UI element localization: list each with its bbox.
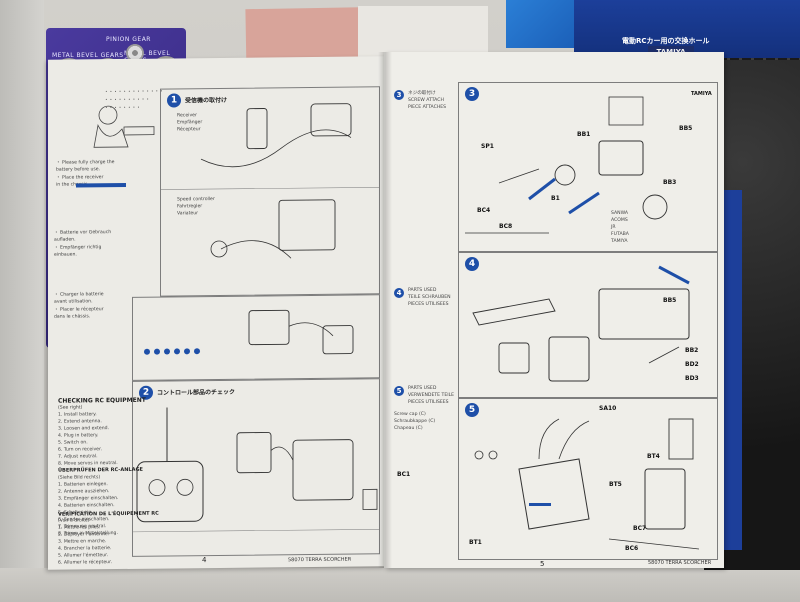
- instruction-booklet: ・・・・・・・・・・・・・・・・・・・・・・・・・・・・・・・ ・ Please…: [48, 48, 724, 570]
- part-label: BT1: [469, 539, 482, 546]
- intro-notes-de: ・ Batterie vor Gebrauch aufladen.・ Empfä…: [54, 230, 112, 258]
- part-label: SP1: [481, 143, 494, 150]
- check-item: 6. Turn on receiver.: [58, 447, 102, 453]
- page-number: 4: [202, 556, 207, 565]
- servo-brand-list: SANWA ACOMS JR FUTABA TAMIYA: [611, 211, 629, 244]
- page-number: 5: [540, 560, 545, 568]
- servo-brand: TAMIYA: [611, 239, 628, 244]
- part-label: BB3: [663, 179, 677, 186]
- blue-part-strip: [722, 190, 742, 550]
- kit-box-front-edge: [0, 568, 800, 602]
- check-item: 3. Empfänger einschalten.: [58, 496, 119, 502]
- blue-package: [506, 0, 576, 48]
- step-number: 5: [465, 403, 479, 417]
- tray-label: METAL BEVEL GEARS: [52, 52, 124, 59]
- check-item: 5. Allumer l'émetteur.: [58, 553, 109, 559]
- intro-illustration: [84, 85, 158, 182]
- check-item: 1. Mettre les piles.: [58, 525, 101, 531]
- check-item: 6. Allumer le récepteur.: [58, 560, 113, 566]
- part-label: BC6: [625, 545, 639, 552]
- check-item: 4. Plug in battery.: [58, 433, 99, 439]
- highlight-bar: [529, 503, 551, 506]
- caution-bar: [76, 182, 126, 188]
- pinion-gear: [126, 44, 144, 62]
- part-label: BT5: [609, 481, 622, 488]
- part-label: SA10: [599, 405, 617, 412]
- step-number: 3: [465, 87, 479, 101]
- part-label: BB5: [663, 297, 677, 304]
- check-item: 5. Switch on.: [58, 440, 88, 446]
- check-item: 3. Mettre en marche.: [58, 539, 107, 545]
- step-5-diagram: [474, 418, 700, 550]
- left-page: ・・・・・・・・・・・・・・・・・・・・・・・・・・・・・・・ ・ Please…: [48, 56, 386, 570]
- boy-illustration: [93, 105, 155, 148]
- part-label: BT4: [647, 453, 660, 460]
- connection-panel: [132, 294, 380, 381]
- package-text: 電動RCカー用の交換ホール: [622, 37, 710, 45]
- tray-label: PINION GEAR: [106, 36, 151, 43]
- check-item: 1. Install battery.: [58, 412, 97, 418]
- servo-brand: FUTABA: [611, 232, 629, 237]
- footer-code: 58070 TERRA SCORCHER: [648, 560, 712, 566]
- check-item: (Voir à droite): [58, 518, 90, 524]
- step-3-diagram: [465, 96, 668, 234]
- servo-brand: ACOMS: [611, 218, 628, 223]
- booklet-spine: [378, 52, 392, 568]
- check-item: 2. Extend antenna.: [58, 419, 102, 425]
- connection-diagram: [144, 309, 354, 355]
- step-number-small: 3: [394, 90, 404, 100]
- step-5-panel: 5 SA10 BT4 BT5 BC6 BC7 BT1 BC1: [397, 398, 718, 560]
- servo-brand: SANWA: [611, 211, 629, 216]
- check-heading-de: ÜBERPRÜFEN DER RC-ANLAGE: [58, 466, 143, 474]
- sub-step-text-b: Screw cap (C)Schraubkappe (C)Chapeau (C): [394, 412, 436, 431]
- step-1-diagram: [161, 103, 379, 259]
- part-label: BB5: [679, 125, 693, 132]
- step-4-panel: 4 BD2 BD3 BB2 BB5: [458, 252, 718, 398]
- check-list-fr: (Voir à droite) 1. Mettre les piles. 2. …: [58, 518, 113, 566]
- intro-notes-fr: ・ Charger la batterie avant utilisation.…: [54, 292, 104, 320]
- step-number-small: 5: [394, 386, 404, 396]
- transmitter-diagram: [133, 407, 379, 533]
- part-label: BC8: [499, 223, 513, 230]
- part-label: BC4: [477, 207, 491, 214]
- step-2-panel: 2 コントロール部品のチェック: [132, 378, 380, 557]
- step-number: 4: [465, 257, 479, 271]
- check-item: 4. Batterien einschalten.: [58, 503, 115, 509]
- check-item: 1. Batterien einlegen.: [58, 482, 108, 488]
- part-label: BC7: [633, 525, 647, 532]
- part-label: BB2: [685, 347, 699, 354]
- servo-brand: JR: [611, 225, 616, 230]
- check-item: 4. Brancher la batterie.: [58, 546, 112, 552]
- check-item: 3. Loosen and extend.: [58, 426, 110, 432]
- step-4-diagram: [472, 265, 690, 382]
- check-item: 2. Déployer l'antenne.: [58, 532, 110, 538]
- check-list: (See right) 1. Install battery. 2. Exten…: [58, 405, 118, 467]
- check-item: 8. Move servos in neutral.: [58, 461, 118, 467]
- intro-text-jp: ・・・・・・・・・・・・・・・・・・・・・・・・・・・・・・・: [104, 89, 164, 112]
- part-label: BC1: [397, 471, 411, 478]
- check-item: 7. Adjust neutral.: [58, 454, 98, 460]
- part-label: BD3: [685, 375, 699, 382]
- footer-code: 58070 TERRA SCORCHER: [288, 556, 352, 564]
- kit-box-left-wall: [0, 0, 44, 602]
- part-label: BD2: [685, 361, 699, 368]
- check-item: 2. Antenne ausziehen.: [58, 489, 110, 495]
- check-heading: CHECKING RC EQUIPMENT: [58, 396, 146, 405]
- step-number-small: 4: [394, 288, 404, 298]
- part-label: B1: [551, 195, 560, 202]
- check-item: (See right): [58, 405, 83, 411]
- check-heading-fr: VÉRIFICATION DE L'ÉQUIPEMENT RC: [58, 510, 159, 518]
- step-3-panel: 3 TAMIYA SP1 BB1 BB5 B1 BC4 BC8: [458, 82, 718, 252]
- part-label: BB1: [577, 131, 591, 138]
- brand-label: TAMIYA: [691, 91, 712, 97]
- check-item: (Siehe Bild rechts): [58, 475, 101, 481]
